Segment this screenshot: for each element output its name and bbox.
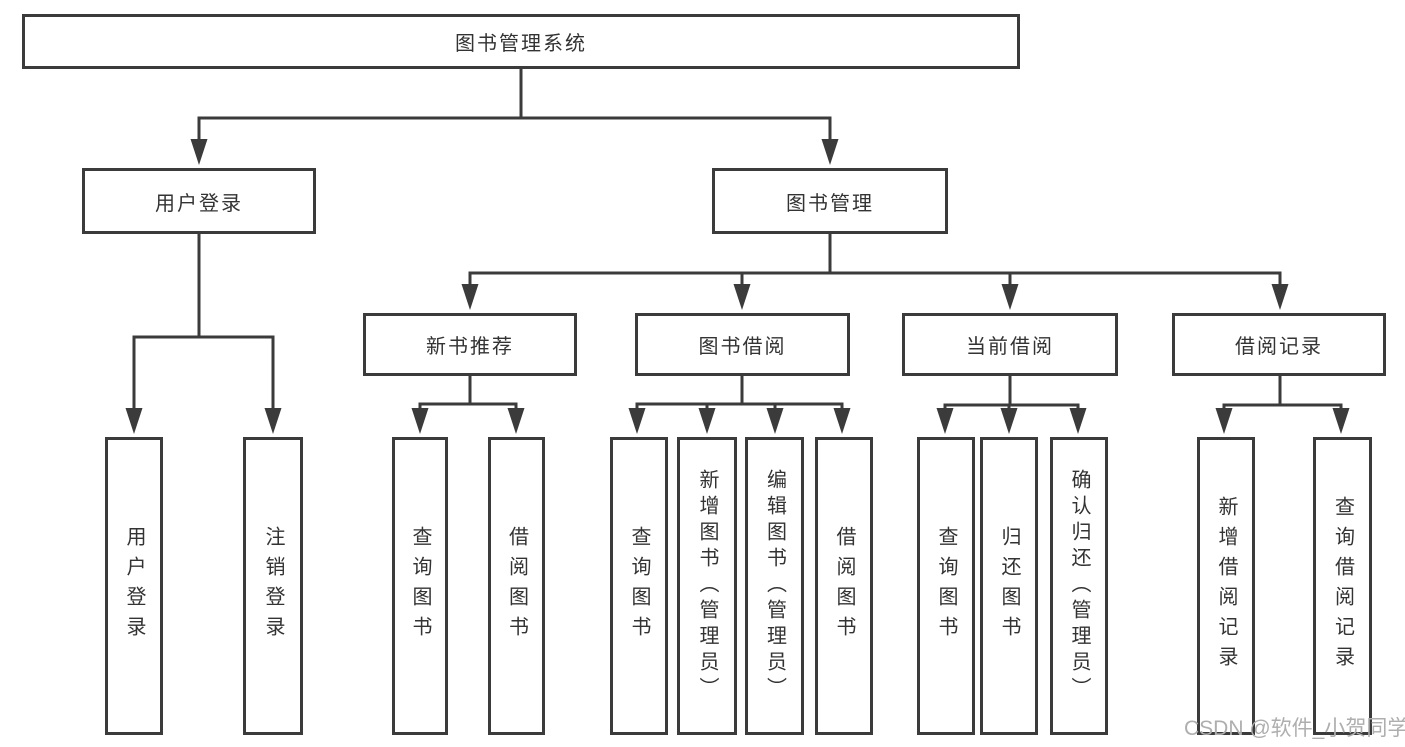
leaf-nbr-borrow-books: 借阅图书 [488,437,545,735]
leaf-logout-label: 注销登录 [262,526,284,646]
node-user-login: 用户登录 [82,168,316,234]
leaf-cb-return-books: 归还图书 [980,437,1038,735]
leaf-br-query-record-label: 查询借阅记录 [1331,496,1354,676]
node-root: 图书管理系统 [22,14,1020,69]
leaf-cb-confirm-return-admin: 确认归还（管理员） [1050,437,1108,735]
leaf-nbr-query-books: 查询图书 [392,437,448,735]
node-user-login-label: 用户登录 [155,192,243,215]
leaf-br-query-record: 查询借阅记录 [1313,437,1372,735]
leaf-cb-query-books-label: 查询图书 [935,526,957,646]
leaf-cb-return-books-label: 归还图书 [998,526,1020,646]
leaf-bb-edit-books-admin: 编辑图书（管理员） [745,437,804,735]
leaf-br-add-record: 新增借阅记录 [1197,437,1255,735]
leaf-br-add-record-label: 新增借阅记录 [1215,496,1237,676]
node-book-borrow: 图书借阅 [635,313,850,376]
node-borrow-records-label: 借阅记录 [1235,336,1323,358]
node-current-borrow: 当前借阅 [902,313,1118,376]
leaf-bb-borrow-books: 借阅图书 [815,437,873,735]
node-book-mgmt-label: 图书管理 [786,192,874,215]
node-new-book-rec-label: 新书推荐 [426,336,514,358]
leaf-user-login-label: 用户登录 [123,526,145,646]
node-borrow-records: 借阅记录 [1172,313,1386,376]
connector-root-to-level2 [197,69,832,146]
leaf-bb-query-books: 查询图书 [610,437,668,735]
connector-borrow-records-children [1222,376,1343,415]
leaf-bb-borrow-books-label: 借阅图书 [833,526,855,646]
connector-user-login-children [132,234,275,415]
connector-book-mgmt-children [468,234,1282,291]
node-root-label: 图书管理系统 [455,33,587,55]
leaf-bb-add-books-admin-label: 新增图书（管理员） [696,469,718,703]
node-current-borrow-label: 当前借阅 [966,336,1054,358]
csdn-watermark: CSDN @软件_小贺同学 [1184,717,1405,740]
leaf-logout: 注销登录 [243,437,303,735]
arrowheads [125,139,1350,434]
leaf-nbr-query-books-label: 查询图书 [409,526,431,646]
leaf-bb-add-books-admin: 新增图书（管理员） [677,437,737,735]
leaf-bb-edit-books-admin-label: 编辑图书（管理员） [763,469,786,703]
node-book-mgmt: 图书管理 [712,168,948,234]
leaf-cb-query-books: 查询图书 [917,437,975,735]
leaf-cb-confirm-return-admin-label: 确认归还（管理员） [1068,469,1090,703]
connector-new-book-rec-children [418,376,518,415]
node-book-borrow-label: 图书借阅 [698,336,787,358]
leaf-bb-query-books-label: 查询图书 [628,526,650,646]
leaf-user-login: 用户登录 [105,437,163,735]
connector-book-borrow-children [635,376,844,415]
node-new-book-rec: 新书推荐 [363,313,577,376]
leaf-nbr-borrow-books-label: 借阅图书 [505,526,528,646]
